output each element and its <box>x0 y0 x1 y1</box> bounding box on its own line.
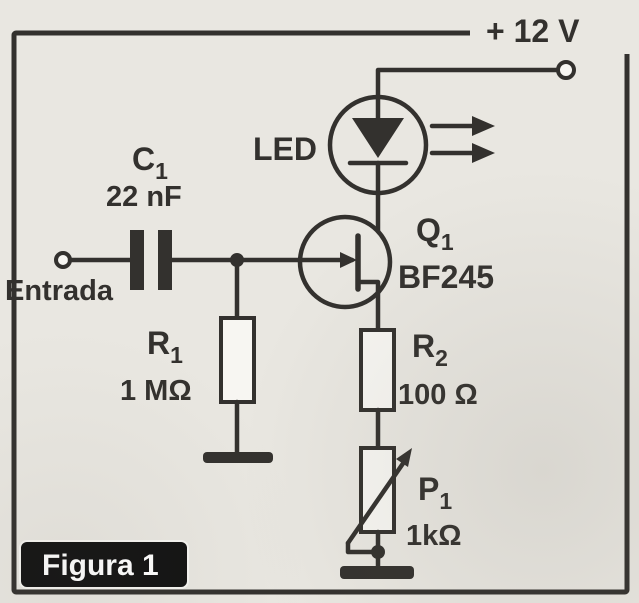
ground-symbol <box>203 452 273 463</box>
potentiometer-wiper-arrow-shaft <box>345 459 407 546</box>
junction-dot <box>371 545 385 559</box>
figure-label: Figura 1 <box>42 549 159 582</box>
potentiometer-symbol <box>345 446 412 569</box>
ground-symbol <box>340 566 414 579</box>
led-symbol <box>327 94 429 196</box>
supply-label: + 12 V <box>486 13 580 49</box>
potentiometer-wiper-arrow-head <box>396 448 412 467</box>
source-wire <box>355 279 381 333</box>
resistor2-value: 100 Ω <box>398 379 478 411</box>
wiper-link-wire <box>345 540 381 555</box>
input-label: Entrada <box>5 275 114 307</box>
potentiometer-ref: P1 <box>418 471 452 514</box>
transistor-symbol <box>237 214 393 333</box>
figure-label-badge <box>19 540 189 589</box>
transistor-ref: Q1 <box>416 212 454 255</box>
resistor-r2-body <box>359 328 396 412</box>
gate-arrow <box>340 252 357 268</box>
light-arrow-head <box>472 143 495 163</box>
capacitor-plate <box>158 230 172 290</box>
capacitor-value: 22 nF <box>106 181 182 213</box>
capacitor-symbol <box>130 230 243 290</box>
resistor1-ref: R1 <box>147 325 183 368</box>
frame-gap-patch <box>470 4 632 54</box>
light-emission-arrows-icon <box>429 116 495 163</box>
resistor1-value: 1 MΩ <box>120 375 192 407</box>
supply-terminal <box>556 60 576 80</box>
figure-border-frame <box>11 30 630 595</box>
transistor-part-number: BF245 <box>398 259 494 295</box>
potentiometer-value: 1kΩ <box>406 520 462 552</box>
led-label: LED <box>253 131 317 167</box>
capacitor-ref: C1 <box>132 141 168 184</box>
resistor-r1-body <box>219 316 256 404</box>
resistor2-ref: R2 <box>412 328 448 371</box>
light-arrow-head <box>472 116 495 136</box>
led-triangle <box>352 118 404 158</box>
capacitor-plate <box>130 230 144 290</box>
